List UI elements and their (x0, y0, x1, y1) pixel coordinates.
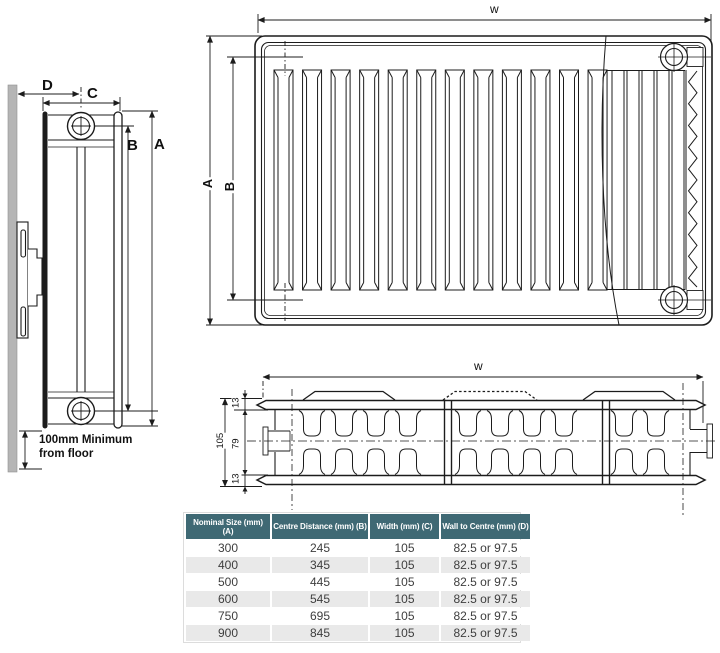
spec-table-cell: 300 (186, 540, 270, 556)
dim-label-a-side: A (154, 136, 165, 153)
section-view-drawing (220, 374, 717, 516)
floor-note-line2: from floor (39, 448, 94, 460)
dim-label-13-bottom: 13 (230, 473, 242, 485)
spec-table-cell: 900 (186, 625, 270, 641)
wall (7, 84, 18, 473)
spec-table-cell: 105 (370, 608, 439, 624)
spec-table-header-cell: Width (mm) (C) (370, 514, 439, 539)
spec-table-cell: 445 (272, 574, 368, 590)
dim-label-b-side: B (127, 137, 138, 154)
dim-label-b-front: B (222, 179, 238, 194)
spec-table-cell: 500 (186, 574, 270, 590)
spec-table-cell: 545 (272, 591, 368, 607)
spec-table-header-row: Nominal Size (mm) (A)Centre Distance (mm… (186, 514, 530, 539)
spec-table-cell: 82.5 or 97.5 (441, 591, 530, 607)
dim-label-w-front: w (490, 2, 499, 16)
spec-table-cell: 82.5 or 97.5 (441, 557, 530, 573)
spec-table-cell: 345 (272, 557, 368, 573)
spec-table-cell: 695 (272, 608, 368, 624)
dim-label-d: D (42, 77, 53, 94)
spec-table-cell: 600 (186, 591, 270, 607)
spec-table-header-cell: Centre Distance (mm) (B) (272, 514, 368, 539)
dim-label-w-section: w (474, 359, 483, 373)
dim-label-c: C (87, 85, 98, 102)
floor-clearance-note: 100mm Minimum from floor (39, 433, 132, 461)
spec-table-header-cell: Wall to Centre (mm) (D) (441, 514, 530, 539)
dim-label-79: 79 (230, 438, 242, 450)
spec-table-cell: 105 (370, 591, 439, 607)
floor-note-line1: 100mm Minimum (39, 434, 133, 446)
dim-label-a-front: A (200, 176, 216, 191)
front-view-drawing (206, 14, 713, 326)
spec-table-cell: 82.5 or 97.5 (441, 625, 530, 641)
spec-table: Nominal Size (mm) (A)Centre Distance (mm… (183, 512, 530, 643)
spec-table-cell: 750 (186, 608, 270, 624)
spec-table-cell: 245 (272, 540, 368, 556)
spec-table-cell: 105 (370, 625, 439, 641)
spec-table-cell: 105 (370, 557, 439, 573)
dim-label-13-top: 13 (230, 397, 242, 409)
spec-table-cell: 105 (370, 574, 439, 590)
dim-label-105: 105 (215, 432, 227, 449)
spec-table-cell: 82.5 or 97.5 (441, 540, 530, 556)
spec-table-cell: 845 (272, 625, 368, 641)
spec-table-cell: 400 (186, 557, 270, 573)
side-view-drawing (7, 84, 158, 473)
spec-table-header-cell: Nominal Size (mm) (A) (186, 514, 270, 539)
spec-table-cell: 82.5 or 97.5 (441, 574, 530, 590)
spec-table-cell: 105 (370, 540, 439, 556)
spec-table-cell: 82.5 or 97.5 (441, 608, 530, 624)
